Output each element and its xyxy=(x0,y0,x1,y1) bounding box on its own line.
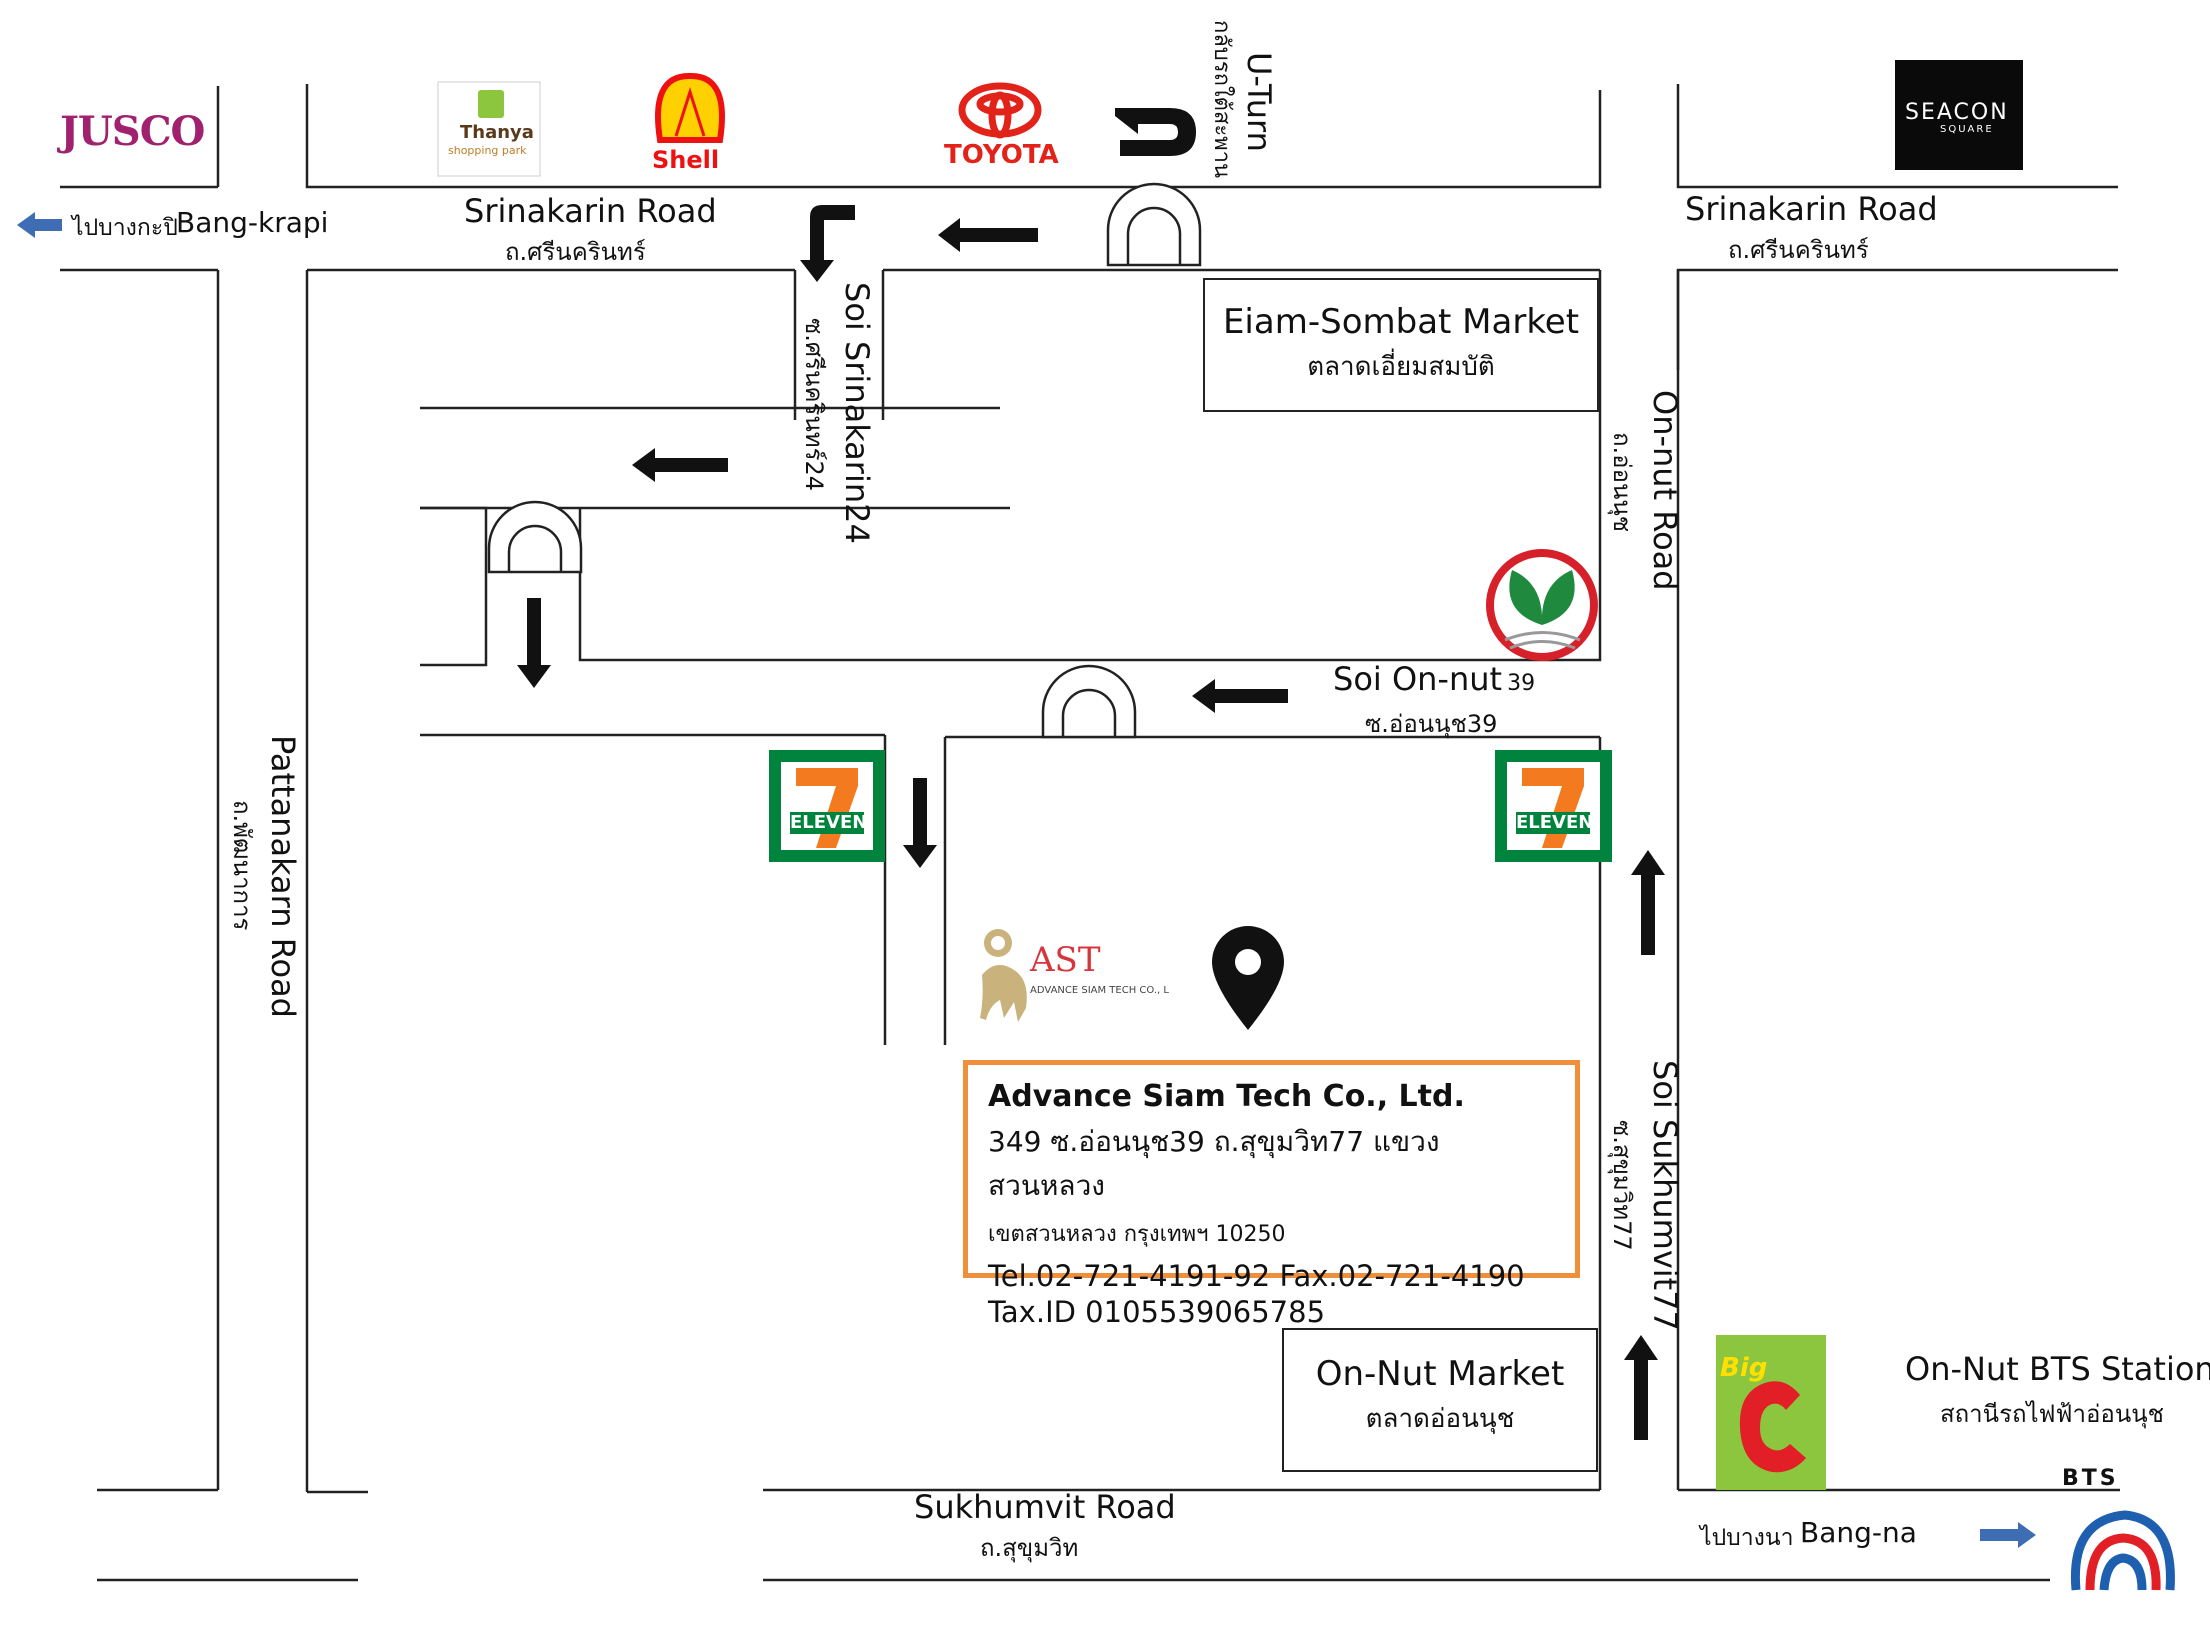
shell-logo-text: Shell xyxy=(652,146,720,174)
seven-eleven-logo-right xyxy=(1495,750,1612,862)
ast-logo-subtext: ADVANCE SIAM TECH CO., L xyxy=(1030,985,1169,996)
uturn-bridge-onnut xyxy=(1041,664,1137,739)
bangna-thai-label: ไปบางนา xyxy=(1700,1525,1794,1551)
eiam-sombat-market: Eiam-Sombat Market ตลาดเอี่ยมสมบัติ xyxy=(1203,278,1599,412)
bangkrapi-label: Bang-krapi xyxy=(176,206,329,239)
seacon-logo xyxy=(1895,60,2023,170)
uturn-label: U-Turn xyxy=(1240,52,1278,152)
direction-arrows xyxy=(517,108,1665,1440)
arrow-left-blue-icon xyxy=(17,212,62,238)
arrow-up-icon xyxy=(1624,1335,1658,1440)
srinakarin-road-right-thai: ถ.ศรีนครินทร์ xyxy=(1728,236,1869,264)
uturn-bridge-soi xyxy=(487,500,583,574)
bangkrapi-thai-label: ไปบางกะปิ xyxy=(72,215,178,241)
ast-logo-text: AST xyxy=(1030,940,1101,980)
soi-onnut-number: 39 xyxy=(1507,671,1536,696)
seacon-logo-text: SEACON xyxy=(1905,100,2009,125)
uturn-icon xyxy=(1115,108,1196,156)
thanya-logo-subtext: shopping park xyxy=(448,144,527,157)
thanya-logo-text: Thanya xyxy=(460,122,534,143)
bts-station-label: On-Nut BTS Station xyxy=(1905,1350,2210,1388)
eiam-sombat-market-name: Eiam-Sombat Market xyxy=(1222,302,1580,342)
address-line-2: เขตสวนหลวง กรุงเทพฯ 10250 xyxy=(988,1222,1286,1247)
seven-eleven-left-text: ELEVEN xyxy=(790,812,868,833)
soi-sukhumvit-thai: ซ.สุขุมวิท77 xyxy=(1608,1120,1636,1251)
bigc-logo-text: Big xyxy=(1720,1353,1768,1383)
uturn-bridge-srinakarin xyxy=(1106,182,1202,267)
srinakarin-road-left-thai: ถ.ศรีนครินทร์ xyxy=(505,238,646,266)
soi-onnut-thai: ซ.อ่อนนุช39 xyxy=(1365,710,1498,738)
company-address-box: Advance Siam Tech Co., Ltd. 349 ซ.อ่อนนุ… xyxy=(963,1060,1580,1329)
soi-srinakarin-label: Soi Srinakarin24 xyxy=(838,282,876,544)
bts-station-thai: สถานีรถไฟฟ้าอ่อนนุช xyxy=(1940,1400,2164,1428)
address-line-1: 349 ซ.อ่อนนุช39 ถ.สุขุมวิท77 แขวงสวนหลวง xyxy=(988,1125,1440,1202)
bangna-label: Bang-na xyxy=(1800,1516,1917,1549)
bts-logo xyxy=(2070,1510,2175,1591)
soi-onnut-label: Soi On-nut 39 xyxy=(1333,660,1535,698)
blue-arrows xyxy=(17,212,2036,1548)
shell-logo xyxy=(655,72,725,143)
uturn-bridges xyxy=(487,182,1202,739)
ast-emblem xyxy=(980,929,1027,1022)
turn-down-icon xyxy=(800,205,855,282)
sukhumvit-road-label: Sukhumvit Road xyxy=(914,1488,1176,1526)
toyota-logo-text: TOYOTA xyxy=(944,140,1059,170)
srinakarin-road-right-label: Srinakarin Road xyxy=(1685,190,1938,228)
onnut-market: On-Nut Market ตลาดอ่อนนุช xyxy=(1282,1328,1598,1472)
arrow-down-icon xyxy=(903,778,937,868)
eiam-sombat-market-thai: ตลาดเอี่ยมสมบัติ xyxy=(1307,352,1495,382)
uturn-label-thai: กลับรถใต้สะพาน xyxy=(1209,20,1234,179)
location-pin-icon xyxy=(1212,926,1284,1030)
bts-logo-text: BTS xyxy=(2062,1466,2119,1491)
arrow-left-icon xyxy=(1192,679,1288,713)
seven-eleven-right-text: ELEVEN xyxy=(1516,812,1594,833)
onnut-road-thai: ถ.อ่อนนุช xyxy=(1608,432,1636,533)
pattanakarn-road-label: Pattanakarn Road xyxy=(264,735,302,1018)
pattanakarn-road-thai: ถ.พัฒนาการ xyxy=(228,800,256,931)
kbank-logo xyxy=(1486,549,1598,661)
thanya-logo xyxy=(437,81,541,177)
seacon-logo-subtext: SQUARE xyxy=(1940,124,1994,135)
srinakarin-road-left-label: Srinakarin Road xyxy=(464,192,717,230)
onnut-market-name: On-Nut Market xyxy=(1315,1354,1565,1394)
arrow-right-blue-icon xyxy=(1980,1522,2036,1548)
road-lines xyxy=(60,84,2120,1582)
jusco-logo-text: JUSCO xyxy=(60,108,205,155)
sukhumvit-road-thai: ถ.สุขุมวิท xyxy=(980,1534,1079,1562)
soi-srinakarin-thai: ซ.ศรีนครินทร์24 xyxy=(800,318,828,492)
arrow-left-icon xyxy=(632,448,728,482)
onnut-road-label: On-nut Road xyxy=(1646,390,1684,591)
arrow-up-icon xyxy=(1631,850,1665,955)
soi-sukhumvit-label: Soi Sukhumvit77 xyxy=(1646,1060,1684,1331)
onnut-market-thai: ตลาดอ่อนนุช xyxy=(1365,1404,1515,1434)
toyota-logo xyxy=(958,82,1042,139)
seven-eleven-logo-left xyxy=(769,750,885,862)
bigc-logo xyxy=(1716,1335,1826,1490)
soi-onnut-name: Soi On-nut xyxy=(1333,660,1503,698)
company-phone: Tel.02-721-4191-92 Fax.02-721-4190 xyxy=(988,1259,1525,1293)
arrow-down-icon xyxy=(517,598,551,688)
company-tax-id: Tax.ID 0105539065785 xyxy=(988,1295,1326,1329)
arrow-left-icon xyxy=(938,218,1038,252)
company-name: Advance Siam Tech Co., Ltd. xyxy=(988,1079,1465,1114)
